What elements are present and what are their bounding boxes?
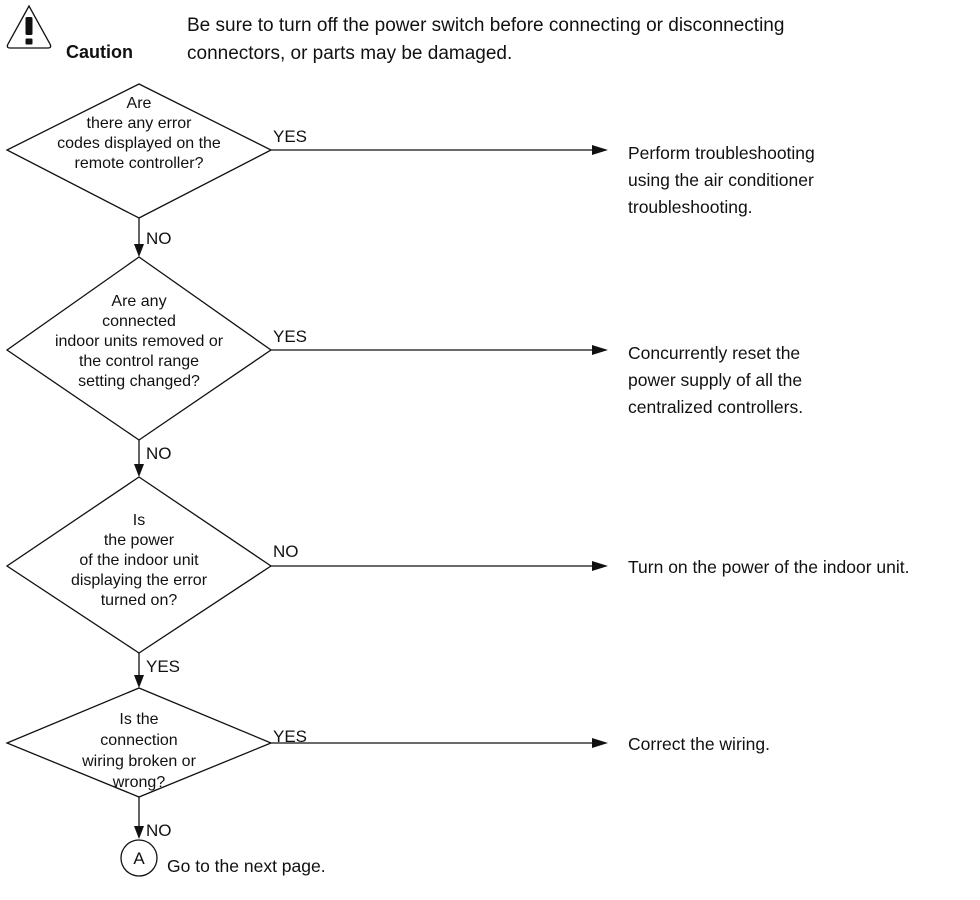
decision-4: Is the connection wiring broken or wrong… (5, 687, 770, 840)
decision-3: Is the power of the indoor unit displayi… (5, 476, 909, 688)
arrow-right-icon (592, 145, 608, 155)
caution-label: Caution (66, 42, 133, 62)
decision-2-line-5: setting changed? (78, 373, 200, 390)
decision-4-line-4: wrong? (112, 774, 166, 791)
result-2-line-1: Concurrently reset the (628, 343, 800, 363)
decision-3-side-label: NO (273, 542, 299, 561)
arrow-down-icon (134, 826, 144, 839)
arrow-down-icon (134, 675, 144, 688)
decision-3-line-5: turned on? (101, 592, 178, 609)
connector-circle (120, 839, 158, 877)
arrow-down-icon (134, 464, 144, 477)
decision-2-line-2: connected (102, 313, 176, 330)
decision-1-down-label: NO (146, 229, 172, 248)
decision-2-line-3: indoor units removed or (55, 333, 224, 350)
caution-text-line-1: Be sure to turn off the power switch bef… (187, 15, 784, 36)
offpage-connector: A Go to the next page. (120, 839, 326, 877)
result-3-line-1: Turn on the power of the indoor unit. (628, 557, 909, 577)
decision-3-line-1: Is (133, 512, 145, 529)
decision-2-side-label: YES (273, 327, 307, 346)
decision-1-line-3: codes displayed on the (57, 135, 221, 152)
decision-2: Are any connected indoor units removed o… (5, 256, 803, 477)
decision-4-line-1: Is the (119, 711, 158, 728)
caution-block: Caution Be sure to turn off the power sw… (6, 4, 784, 64)
decision-2-down-label: NO (146, 444, 172, 463)
connector-text: Go to the next page. (167, 856, 326, 876)
decision-2-line-4: the control range (79, 353, 199, 370)
connector-letter: A (133, 849, 145, 868)
decision-4-line-2: connection (100, 732, 177, 749)
decision-1-line-1: Are (127, 95, 152, 112)
arrow-right-icon (592, 561, 608, 571)
decision-3-down-label: YES (146, 657, 180, 676)
decision-3-line-2: the power (104, 532, 175, 549)
arrow-right-icon (592, 738, 608, 748)
caution-text-line-2: connectors, or parts may be damaged. (187, 43, 512, 64)
result-1-line-3: troubleshooting. (628, 197, 753, 217)
arrow-right-icon (592, 345, 608, 355)
decision-1: Are there any error codes displayed on t… (5, 83, 815, 257)
result-2-line-3: centralized controllers. (628, 397, 803, 417)
decision-1-side-label: YES (273, 127, 307, 146)
warning-icon (6, 4, 52, 49)
decision-2-line-1: Are any (111, 293, 166, 310)
decision-1-line-2: there any error (87, 115, 193, 132)
result-2-line-2: power supply of all the (628, 370, 802, 390)
arrow-down-icon (134, 244, 144, 257)
decision-1-line-4: remote controller? (75, 155, 204, 172)
result-4-line-1: Correct the wiring. (628, 734, 770, 754)
result-1-line-1: Perform troubleshooting (628, 143, 815, 163)
decision-3-line-3: of the indoor unit (79, 552, 199, 569)
result-1-line-2: using the air conditioner (628, 170, 814, 190)
decision-4-down-label: NO (146, 821, 172, 840)
decision-3-line-4: displaying the error (71, 572, 208, 589)
decision-4-side-label: YES (273, 727, 307, 746)
decision-4-line-3: wiring broken or (81, 753, 197, 770)
